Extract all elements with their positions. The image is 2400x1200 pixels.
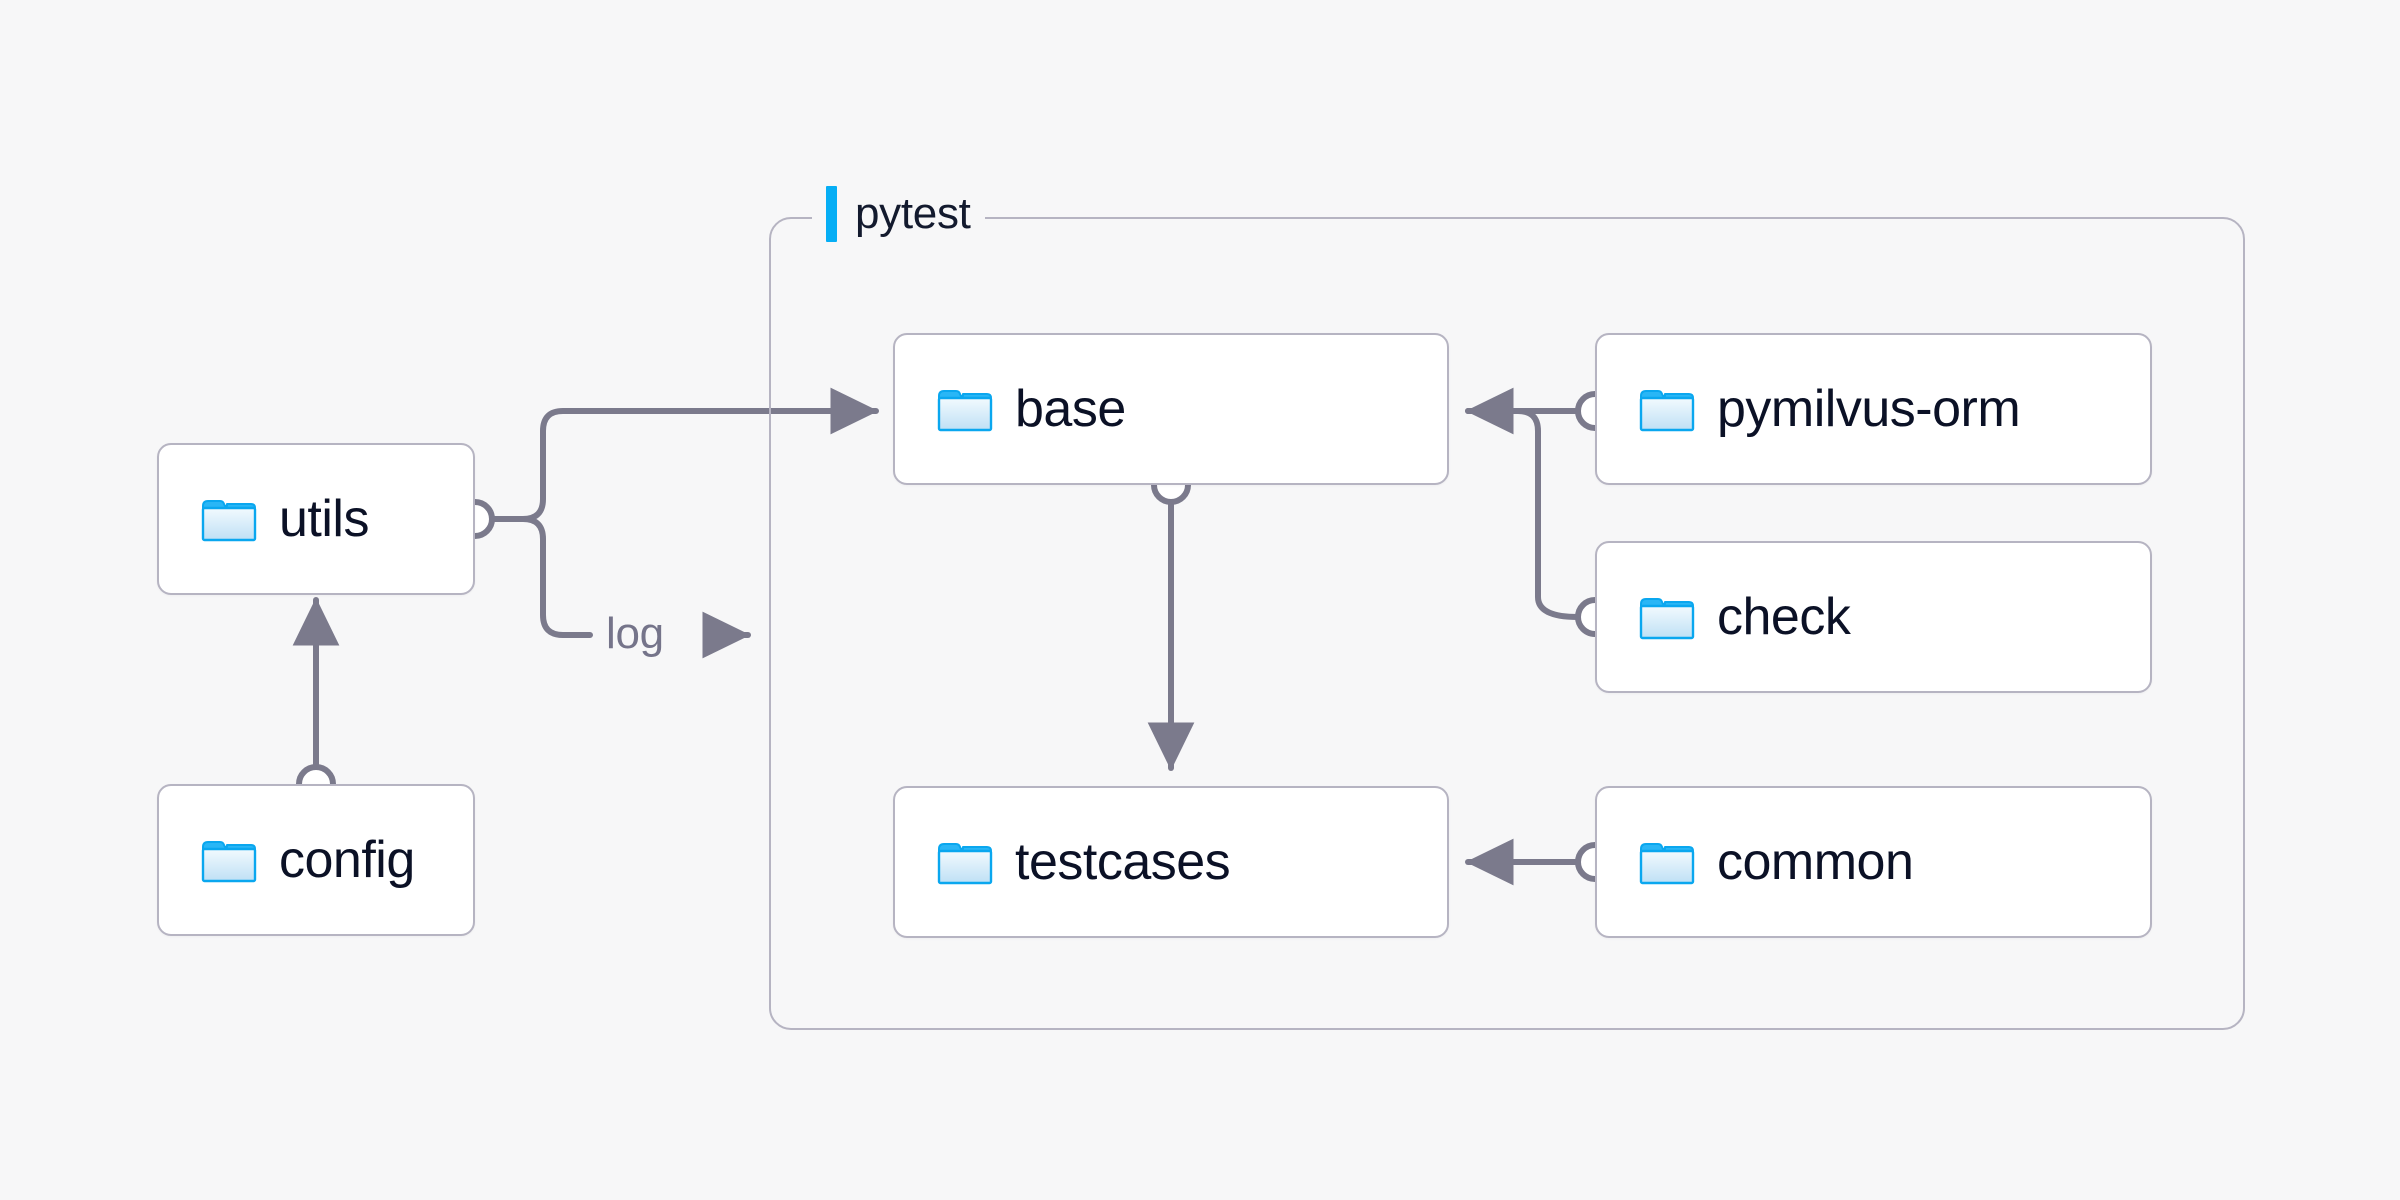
node-label: config (279, 831, 415, 889)
folder-icon (937, 843, 993, 885)
folder-icon (937, 390, 993, 432)
node-testcases[interactable]: testcases (893, 786, 1449, 938)
node-label: testcases (1015, 833, 1231, 891)
node-config[interactable]: config (157, 784, 475, 936)
node-label: common (1717, 833, 1914, 891)
folder-icon (201, 841, 257, 883)
accent-bar-icon (826, 186, 837, 242)
folder-icon (1639, 598, 1695, 640)
folder-icon (1639, 843, 1695, 885)
group-pytest-title: pytest (812, 186, 985, 242)
node-utils[interactable]: utils (157, 443, 475, 595)
group-pytest (769, 217, 2245, 1030)
edge-utils-to-log (489, 516, 593, 638)
edge-label-log: log (598, 612, 672, 656)
folder-icon (201, 500, 257, 542)
node-check[interactable]: check (1595, 541, 2152, 693)
group-title-label: pytest (855, 189, 971, 238)
node-label: utils (279, 490, 369, 548)
node-label: pymilvus-orm (1717, 380, 2021, 438)
node-base[interactable]: base (893, 333, 1449, 485)
node-common[interactable]: common (1595, 786, 2152, 938)
node-pymilvus-orm[interactable]: pymilvus-orm (1595, 333, 2152, 485)
node-label: base (1015, 380, 1126, 438)
folder-icon (1639, 390, 1695, 432)
node-label: check (1717, 588, 1851, 646)
